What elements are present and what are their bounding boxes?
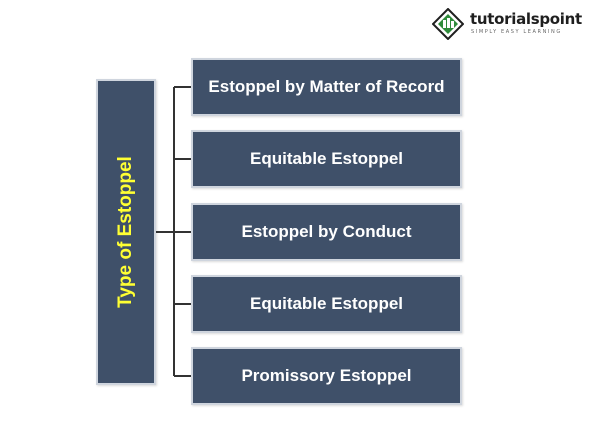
child-node-label: Promissory Estoppel: [241, 366, 412, 385]
logo-wordmark: tutorialspoint: [470, 10, 582, 28]
child-node-label: Estoppel by Matter of Record: [208, 77, 445, 96]
child-node-label: Equitable Estoppel: [249, 294, 404, 313]
child-node-label: Estoppel by Conduct: [241, 222, 412, 241]
child-node: Estoppel by Matter of Record: [191, 58, 462, 116]
root-node-label: Type of Estoppel: [115, 156, 136, 308]
child-node: Equitable Estoppel: [191, 275, 462, 333]
tutorialspoint-logo: tutorialspoint SIMPLY EASY LEARNING: [430, 6, 595, 42]
tutorialspoint-logo-icon: [432, 8, 464, 40]
child-node-label: Equitable Estoppel: [249, 149, 404, 168]
child-node: Promissory Estoppel: [191, 347, 462, 405]
child-node: Equitable Estoppel: [191, 130, 462, 188]
root-node: Type of Estoppel: [96, 79, 156, 385]
logo-tagline: SIMPLY EASY LEARNING: [471, 29, 562, 35]
child-node: Estoppel by Conduct: [191, 203, 462, 261]
